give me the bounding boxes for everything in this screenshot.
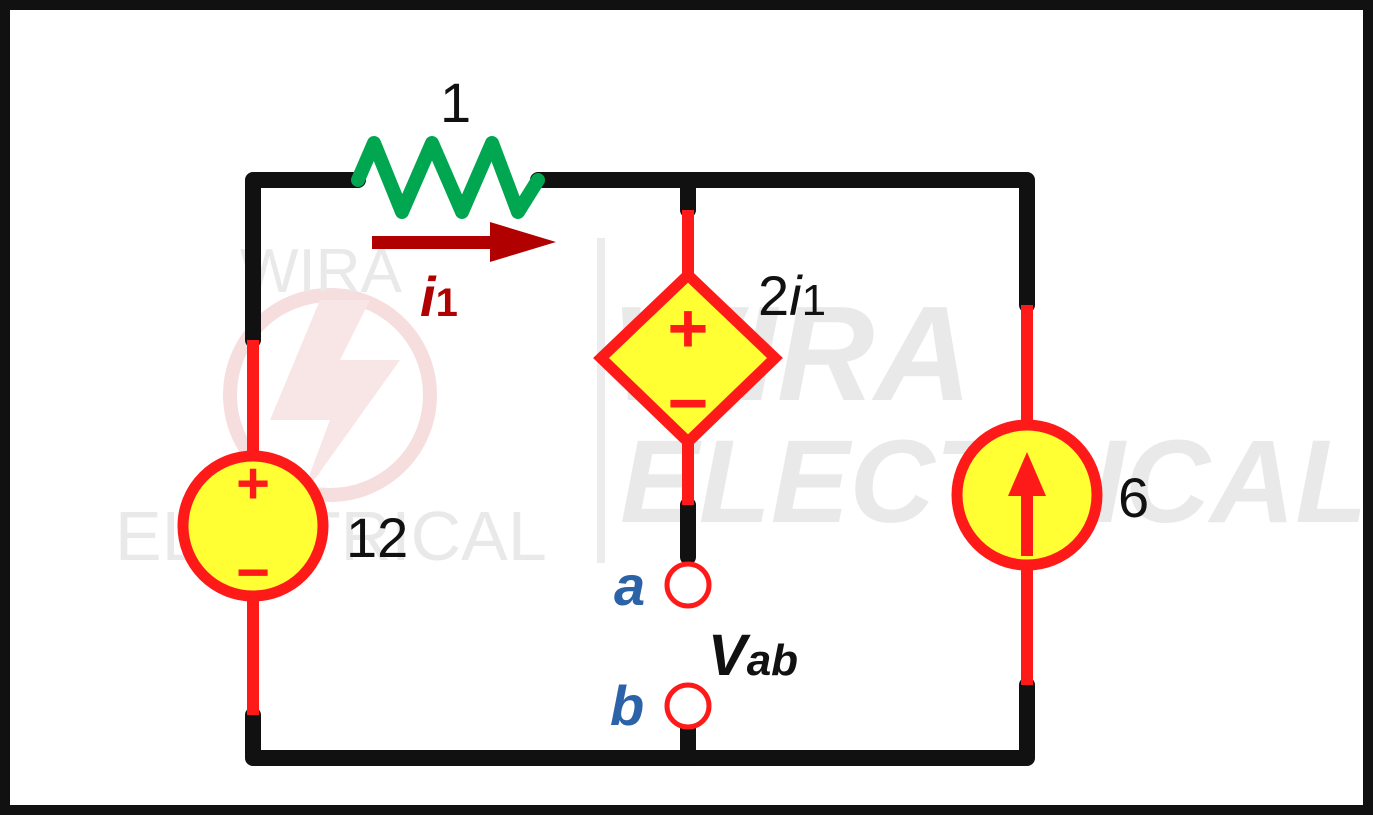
current-arrow xyxy=(372,222,556,262)
dependent-source-coefficient: 2 xyxy=(758,264,789,327)
current-arrow-head-icon xyxy=(490,222,556,262)
voltage-source-value-label: 12 xyxy=(346,506,408,569)
black-wires xyxy=(245,172,1035,766)
voltage-source-minus: − xyxy=(236,540,270,605)
dependent-source-label: 2i1 xyxy=(758,264,826,327)
vab-label-subscript: ab xyxy=(747,636,798,685)
current-source-arrow-up-icon xyxy=(1008,452,1046,496)
vab-label-main: V xyxy=(708,623,751,688)
vab-label: Vab xyxy=(708,623,798,688)
wire-top-left xyxy=(245,172,366,348)
wire-bottom xyxy=(245,677,1035,766)
watermark-divider xyxy=(597,238,605,563)
red-wires xyxy=(247,210,1033,715)
watermark-logo-ring xyxy=(223,288,437,502)
watermark-bolt-icon xyxy=(270,300,400,500)
dependent-source-diamond xyxy=(593,267,783,450)
dependent-source-subscript: 1 xyxy=(802,276,826,325)
current-label: i1 xyxy=(420,265,458,328)
voltage-source-plus: + xyxy=(236,451,270,516)
terminal-a-label: a xyxy=(614,554,645,617)
current-source xyxy=(951,419,1103,571)
voltage-source-circle xyxy=(177,450,329,602)
terminal-a-circle xyxy=(664,561,712,609)
dependent-source-minus: − xyxy=(668,364,709,442)
current-label-subscript: 1 xyxy=(436,281,458,325)
dependent-source-symbol: i xyxy=(789,264,803,327)
terminal-b-circle xyxy=(664,682,712,730)
current-label-symbol: i xyxy=(420,265,437,328)
dependent-source: + − xyxy=(593,267,783,450)
terminal-b-label: b xyxy=(610,674,644,737)
wire-top-right xyxy=(530,172,1035,313)
voltage-source: + − xyxy=(177,450,329,605)
current-source-arrow-shaft xyxy=(1021,490,1033,556)
resistor-value-label: 1 xyxy=(440,71,471,134)
dependent-source-plus: + xyxy=(668,289,709,367)
resistor-zigzag xyxy=(351,136,545,219)
current-arrow-shaft xyxy=(372,236,500,249)
current-source-value-label: 6 xyxy=(1118,466,1149,529)
